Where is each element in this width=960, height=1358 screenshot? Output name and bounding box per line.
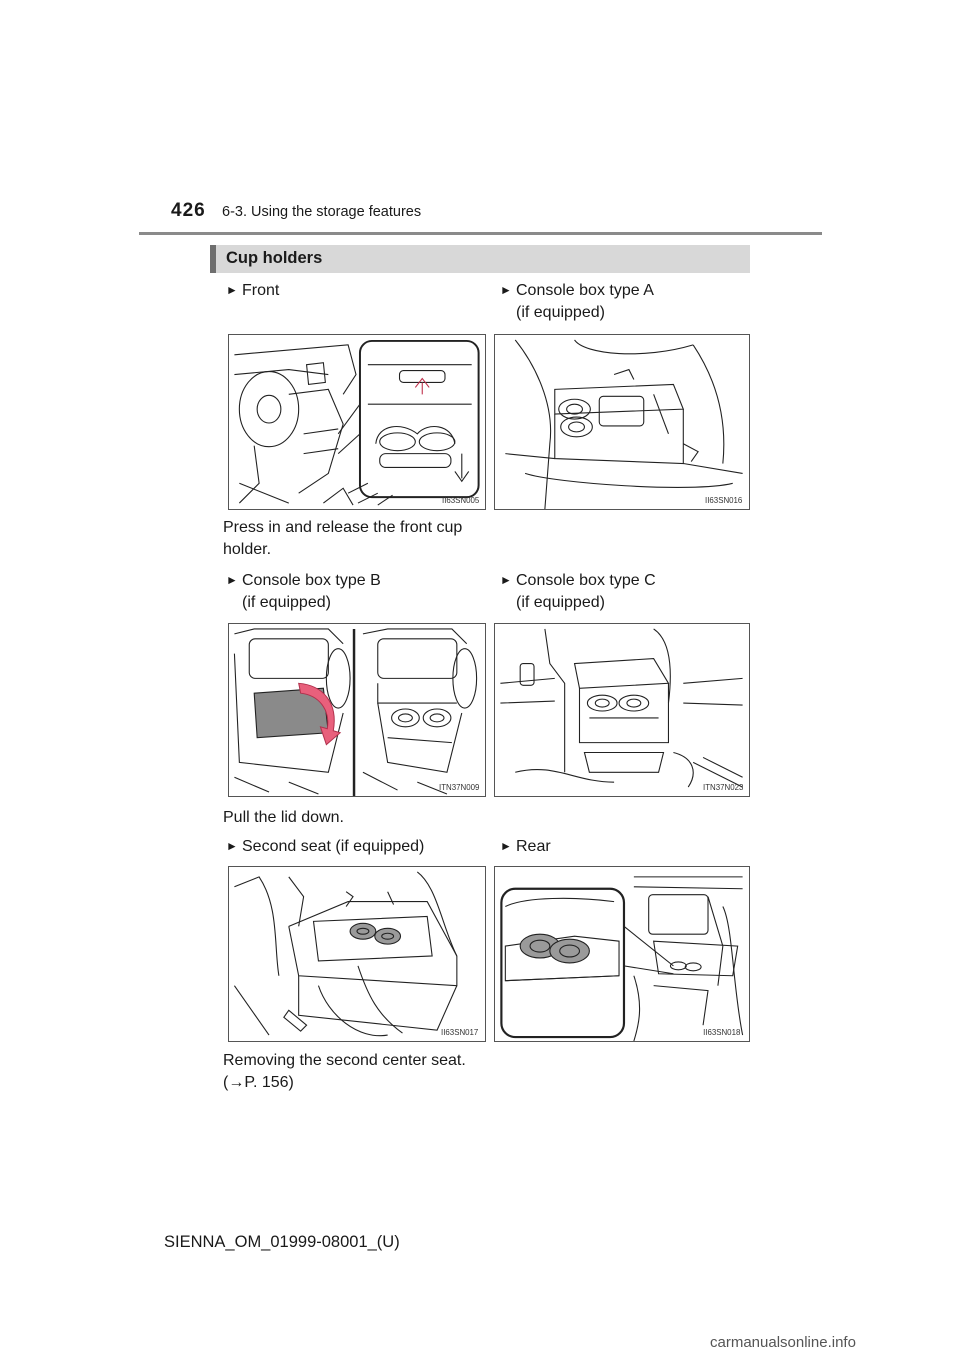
figure-console-c-code: ITN37N023 [703,783,744,792]
figure-console-a-code: II63SN016 [705,496,743,505]
rear-illustration: II63SN018 [500,876,744,1041]
pull-down-arrow-icon [298,682,342,746]
triangle-bullet-icon: ► [226,283,238,297]
figure-console-b: ITN37N009 [228,623,486,797]
description-front-line1: Press in and release the front cup [223,519,463,536]
caption-console-b-line2: (if equipped) [242,594,331,611]
page-number: 426 [171,200,206,221]
page-reference-link[interactable]: (→P. 156) [223,1074,294,1091]
document-id: SIENNA_OM_01999-08001_(U) [164,1233,400,1251]
caption-rear-label: Rear [516,838,551,855]
caption-second-seat-label: Second seat (if equipped) [242,838,425,855]
front-cup-holder-illustration: II63SN005 [234,339,480,506]
watermark: carmanualsonline.info [710,1334,856,1351]
triangle-bullet-icon: ► [226,573,238,587]
caption-console-b-line1: Console box type B [242,572,381,589]
caption-console-a: ► Console box type A (if equipped) [500,279,654,324]
figure-console-c: ITN37N023 [494,623,750,797]
description-second-seat-line1: Removing the second center seat. [223,1052,466,1069]
description-front-line2: holder. [223,541,272,558]
triangle-bullet-icon: ► [500,573,512,587]
triangle-bullet-icon: ► [226,839,238,853]
caption-console-a-line2: (if equipped) [516,304,605,321]
caption-console-c-line1: Console box type C [516,572,656,589]
figure-second-seat-code: II63SN017 [441,1028,478,1037]
figure-front-code: II63SN005 [442,496,480,505]
figure-rear-code: II63SN018 [703,1028,741,1037]
section-title: Cup holders [226,249,323,267]
figure-rear: II63SN018 [494,866,750,1042]
header-divider [139,232,822,235]
triangle-bullet-icon: ► [500,839,512,853]
description-second-seat: Removing the second center seat. (→P. 15… [223,1050,493,1094]
caption-front: ► Front [226,279,279,302]
second-seat-illustration: II63SN017 [233,871,478,1037]
console-c-illustration: ITN37N023 [500,628,744,792]
section-heading: Cup holders [210,245,750,273]
caption-console-c-line2: (if equipped) [516,594,605,611]
description-front: Press in and release the front cup holde… [223,517,485,561]
chapter-title: 6-3. Using the storage features [222,204,422,220]
caption-rear: ► Rear [500,835,551,858]
triangle-bullet-icon: ► [500,283,512,297]
caption-second-seat: ► Second seat (if equipped) [226,835,424,858]
caption-front-label: Front [242,282,280,299]
console-a-illustration: II63SN016 [505,339,743,509]
caption-console-b: ► Console box type B (if equipped) [226,569,381,614]
figure-console-a: II63SN016 [494,334,750,510]
figure-front-cup-holder: II63SN005 [228,334,486,510]
caption-console-c: ► Console box type C (if equipped) [500,569,656,614]
description-console-b: Pull the lid down. [223,809,344,826]
caption-console-a-line1: Console box type A [516,282,654,299]
figure-console-b-code: ITN37N009 [439,783,480,792]
figure-second-seat: II63SN017 [228,866,486,1042]
console-b-illustration: ITN37N009 [233,628,480,796]
